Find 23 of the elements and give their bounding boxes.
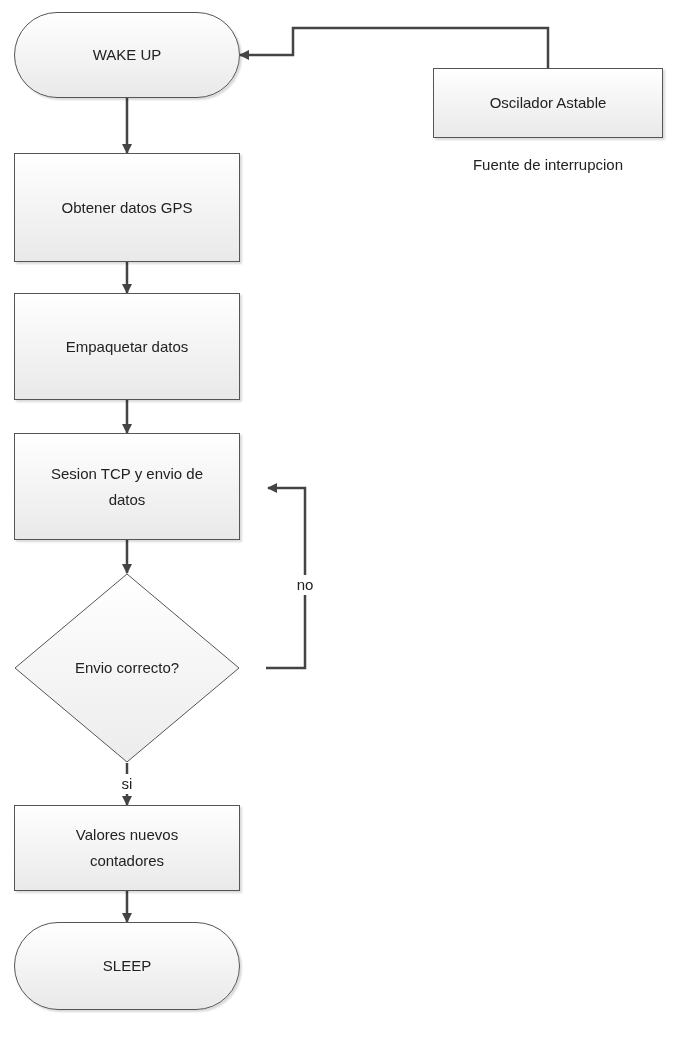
node-text: Empaquetar datos (65, 336, 189, 357)
process-box (14, 153, 240, 262)
process-box (14, 293, 240, 400)
caption-text: Fuente de interrupcion (471, 155, 625, 175)
process-box (14, 805, 240, 891)
node-text: Envio correcto? (74, 658, 180, 678)
arrow (239, 26, 550, 68)
node-text: Obtener datos GPS (61, 197, 193, 218)
node-text: Oscilador Astable (489, 93, 607, 113)
process-box (433, 68, 663, 138)
terminal-shape (14, 922, 240, 1010)
node-text: WAKE UP (92, 45, 162, 65)
node-text: Valores nuevos contadores (74, 825, 180, 871)
node-text: Sesion TCP y envio de datos (49, 463, 204, 510)
arrow (122, 400, 132, 434)
node-text: SLEEP (102, 956, 152, 976)
process-box (14, 433, 240, 540)
arrow (266, 483, 307, 670)
arrow (122, 262, 132, 294)
arrow (122, 891, 132, 923)
terminal-shape (14, 12, 240, 98)
arrow (122, 98, 132, 154)
arrow (122, 540, 132, 574)
